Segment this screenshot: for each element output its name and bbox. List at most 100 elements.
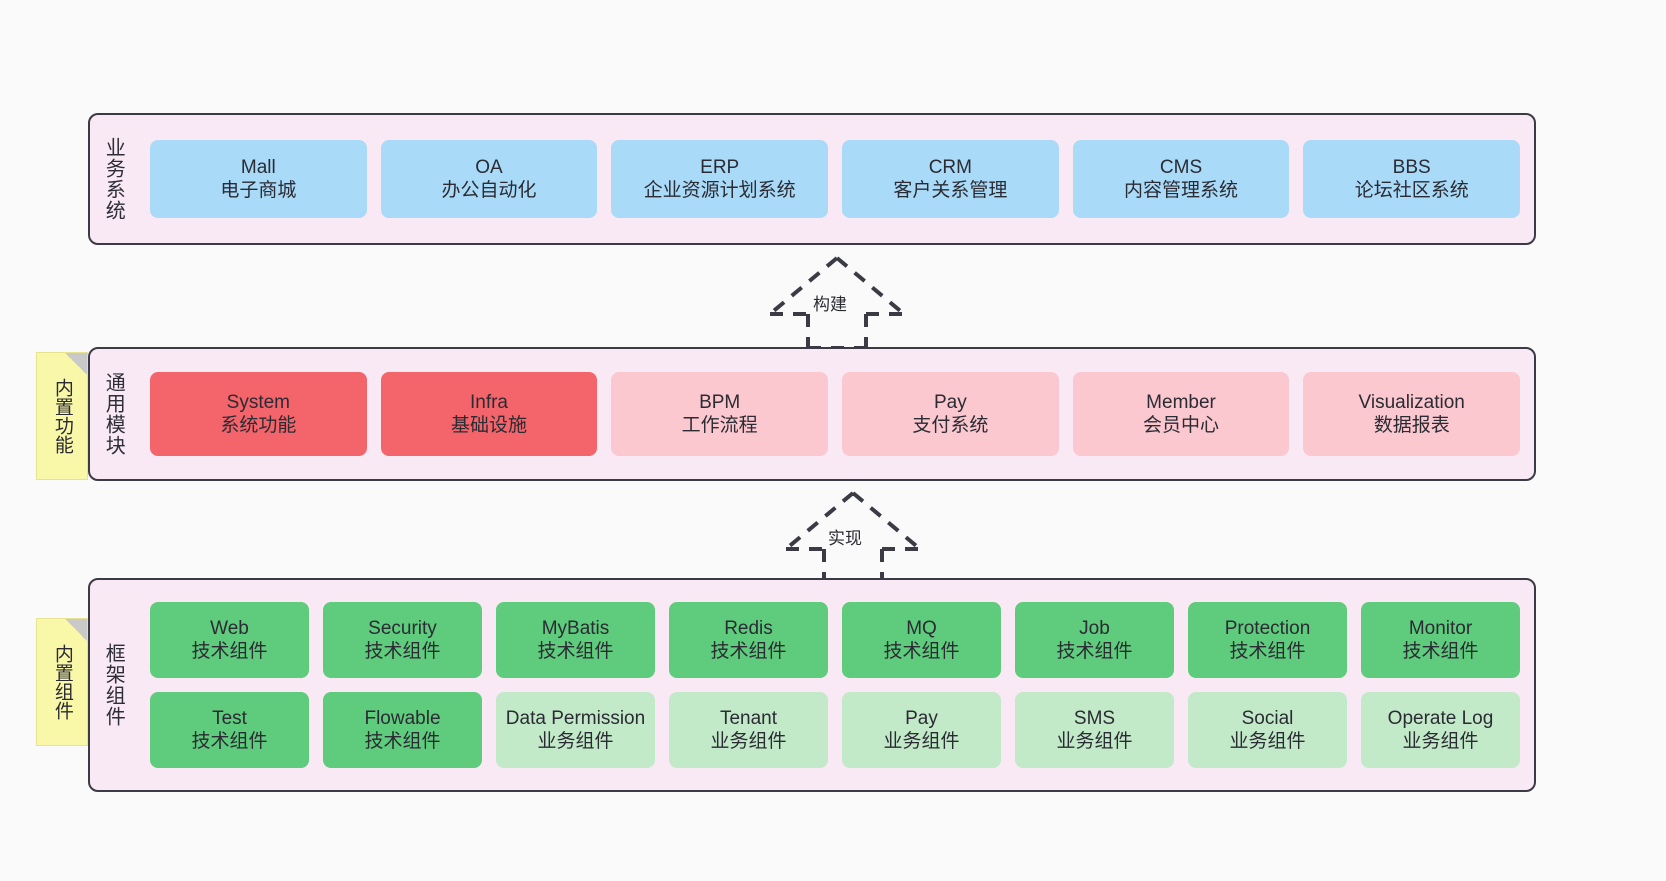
box-protection[interactable]: Protection 技术组件 <box>1188 602 1347 678</box>
box-data-permission[interactable]: Data Permission 业务组件 <box>496 692 655 768</box>
box-subtitle: 系统功能 <box>220 415 297 436</box>
box-title: Data Permission <box>505 707 646 729</box>
box-title: Social <box>1241 707 1294 729</box>
box-subtitle: 基础设施 <box>451 415 528 436</box>
layer-body-framework: Web 技术组件 Security 技术组件 MyBatis 技术组件 Redi… <box>136 580 1534 790</box>
box-title: Web <box>210 617 249 639</box>
layer-panel-modules: 通用模块 System 系统功能 Infra 基础设施 BPM 工作流程 Pay… <box>88 347 1536 481</box>
box-visualization[interactable]: Visualization 数据报表 <box>1303 372 1521 456</box>
box-member[interactable]: Member 会员中心 <box>1072 372 1290 456</box>
component-row-technical: Web 技术组件 Security 技术组件 MyBatis 技术组件 Redi… <box>150 602 1520 678</box>
box-sms[interactable]: SMS 业务组件 <box>1015 692 1174 768</box>
box-subtitle: 论坛社区系统 <box>1354 180 1469 201</box>
box-mall[interactable]: Mall 电子商城 <box>150 140 367 218</box>
box-subtitle: 客户关系管理 <box>893 180 1008 201</box>
box-pay-component[interactable]: Pay 业务组件 <box>842 692 1001 768</box>
box-subtitle: 业务组件 <box>1229 731 1306 752</box>
box-title: Pay <box>933 391 967 413</box>
box-title: Pay <box>905 707 938 729</box>
box-job[interactable]: Job 技术组件 <box>1015 602 1174 678</box>
layer-title-modules: 通用模块 <box>102 372 125 456</box>
box-subtitle: 技术组件 <box>537 641 614 662</box>
box-subtitle: 电子商城 <box>220 180 297 201</box>
box-monitor[interactable]: Monitor 技术组件 <box>1361 602 1520 678</box>
box-operate-log[interactable]: Operate Log 业务组件 <box>1361 692 1520 768</box>
box-subtitle: 技术组件 <box>883 641 960 662</box>
box-subtitle: 技术组件 <box>710 641 787 662</box>
box-tenant[interactable]: Tenant 业务组件 <box>669 692 828 768</box>
box-pay-module[interactable]: Pay 支付系统 <box>842 372 1059 456</box>
component-rows: Web 技术组件 Security 技术组件 MyBatis 技术组件 Redi… <box>150 590 1520 780</box>
box-title: MyBatis <box>541 617 610 639</box>
box-oa[interactable]: OA 办公自动化 <box>380 140 598 218</box>
box-subtitle: 业务组件 <box>537 731 614 752</box>
box-web[interactable]: Web 技术组件 <box>150 602 309 678</box>
box-title: Operate Log <box>1387 707 1494 729</box>
sticky-note-text: 内置功能 <box>51 378 73 454</box>
box-subtitle: 业务组件 <box>1402 731 1479 752</box>
box-title: Redis <box>724 617 773 639</box>
box-mybatis[interactable]: MyBatis 技术组件 <box>496 602 655 678</box>
box-subtitle: 技术组件 <box>1402 641 1479 662</box>
box-subtitle: 办公自动化 <box>441 180 537 201</box>
box-bpm[interactable]: BPM 工作流程 <box>611 372 829 456</box>
box-title: MQ <box>906 617 937 639</box>
layer-body-modules: System 系统功能 Infra 基础设施 BPM 工作流程 Pay 支付系统… <box>136 349 1534 479</box>
connector-build-label: 构建 <box>810 290 850 315</box>
box-title: CMS <box>1159 156 1203 178</box>
box-title: Tenant <box>719 707 778 729</box>
box-title: CRM <box>928 156 972 178</box>
box-title: Test <box>212 707 247 729</box>
box-title: ERP <box>700 156 740 178</box>
box-title: Mall <box>240 156 276 178</box>
box-subtitle: 业务组件 <box>883 731 960 752</box>
box-subtitle: 技术组件 <box>191 641 268 662</box>
box-subtitle: 会员中心 <box>1143 415 1220 436</box>
box-cms[interactable]: CMS 内容管理系统 <box>1072 140 1290 218</box>
business-box-row: Mall 电子商城 OA 办公自动化 ERP 企业资源计划系统 CRM 客户关系… <box>150 140 1521 218</box>
box-security[interactable]: Security 技术组件 <box>323 602 482 678</box>
layer-title-business: 业务系统 <box>102 137 125 221</box>
box-test[interactable]: Test 技术组件 <box>150 692 309 768</box>
box-subtitle: 技术组件 <box>1229 641 1306 662</box>
box-title: Monitor <box>1408 617 1473 639</box>
box-infra[interactable]: Infra 基础设施 <box>380 372 598 456</box>
box-subtitle: 工作流程 <box>681 415 758 436</box>
box-title: Flowable <box>364 707 441 729</box>
box-title: Security <box>368 617 437 639</box>
box-subtitle: 内容管理系统 <box>1124 180 1239 201</box>
box-subtitle: 技术组件 <box>191 731 268 752</box>
component-row-business: Test 技术组件 Flowable 技术组件 Data Permission … <box>150 692 1520 768</box>
box-subtitle: 业务组件 <box>1056 731 1133 752</box>
box-erp[interactable]: ERP 企业资源计划系统 <box>611 140 829 218</box>
box-title: Visualization <box>1358 391 1465 413</box>
sticky-note-builtin-components: 内置组件 <box>36 618 88 746</box>
box-subtitle: 数据报表 <box>1373 415 1450 436</box>
layer-title-framework: 框架组件 <box>102 643 125 727</box>
box-crm[interactable]: CRM 客户关系管理 <box>842 140 1059 218</box>
sticky-note-builtin-features: 内置功能 <box>36 352 88 480</box>
box-subtitle: 技术组件 <box>364 641 441 662</box>
connector-realize-label: 实现 <box>825 524 865 549</box>
box-title: Job <box>1079 617 1110 639</box>
layer-panel-framework: 框架组件 Web 技术组件 Security 技术组件 MyBatis 技术组件 <box>88 578 1536 792</box>
box-system[interactable]: System 系统功能 <box>150 372 367 456</box>
sticky-note-text: 内置组件 <box>51 644 73 720</box>
box-title: SMS <box>1073 707 1116 729</box>
box-title: BBS <box>1392 156 1431 178</box>
box-subtitle: 企业资源计划系统 <box>643 180 796 201</box>
box-mq[interactable]: MQ 技术组件 <box>842 602 1001 678</box>
box-flowable[interactable]: Flowable 技术组件 <box>323 692 482 768</box>
box-title: OA <box>475 156 503 178</box>
box-title: Protection <box>1224 617 1311 639</box>
layer-panel-business: 业务系统 Mall 电子商城 OA 办公自动化 ERP 企业资源计划系统 CRM… <box>88 113 1536 245</box>
box-subtitle: 技术组件 <box>1056 641 1133 662</box>
box-social[interactable]: Social 业务组件 <box>1188 692 1347 768</box>
box-redis[interactable]: Redis 技术组件 <box>669 602 828 678</box>
module-box-row: System 系统功能 Infra 基础设施 BPM 工作流程 Pay 支付系统… <box>150 372 1521 456</box>
box-bbs[interactable]: BBS 论坛社区系统 <box>1303 140 1521 218</box>
layer-body-business: Mall 电子商城 OA 办公自动化 ERP 企业资源计划系统 CRM 客户关系… <box>136 115 1534 243</box>
box-title: BPM <box>699 391 741 413</box>
box-subtitle: 技术组件 <box>364 731 441 752</box>
